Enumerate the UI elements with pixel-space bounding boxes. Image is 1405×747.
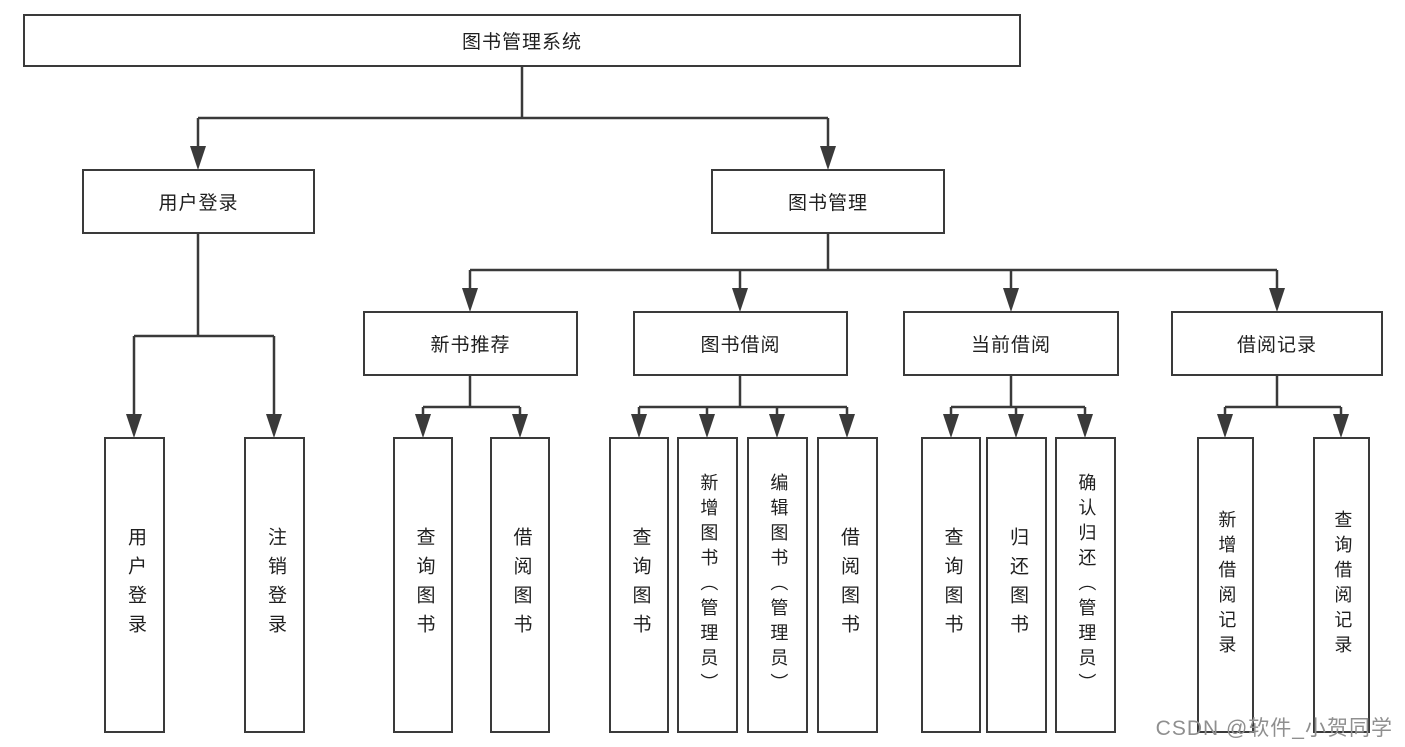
leaf-confirm-return-admin: 确认归还（管理员） [1055, 437, 1116, 733]
leaf-add-borrow-record: 新增借阅记录 [1197, 437, 1254, 733]
leaf-query-books-current: 查询图书 [921, 437, 981, 733]
leaf-borrow-books-borrowing: 借阅图书 [817, 437, 878, 733]
node-book-management: 图书管理 [711, 169, 945, 234]
node-library-management-system: 图书管理系统 [23, 14, 1021, 67]
node-user-login: 用户登录 [82, 169, 315, 234]
leaf-edit-books-admin: 编辑图书（管理员） [747, 437, 808, 733]
leaf-user-login: 用户登录 [104, 437, 165, 733]
leaf-borrow-books-recommend: 借阅图书 [490, 437, 550, 733]
csdn-watermark: CSDN @软件_小贺同学 [1155, 717, 1393, 740]
leaf-return-books: 归还图书 [986, 437, 1047, 733]
leaf-query-books-borrowing: 查询图书 [609, 437, 669, 733]
node-book-borrowing: 图书借阅 [633, 311, 848, 376]
leaf-query-books-recommend: 查询图书 [393, 437, 453, 733]
node-current-borrowing: 当前借阅 [903, 311, 1119, 376]
leaf-add-books-admin: 新增图书（管理员） [677, 437, 738, 733]
node-new-book-recommend: 新书推荐 [363, 311, 578, 376]
leaf-logout-login: 注销登录 [244, 437, 305, 733]
node-borrowing-records: 借阅记录 [1171, 311, 1383, 376]
leaf-query-borrow-record: 查询借阅记录 [1313, 437, 1370, 733]
